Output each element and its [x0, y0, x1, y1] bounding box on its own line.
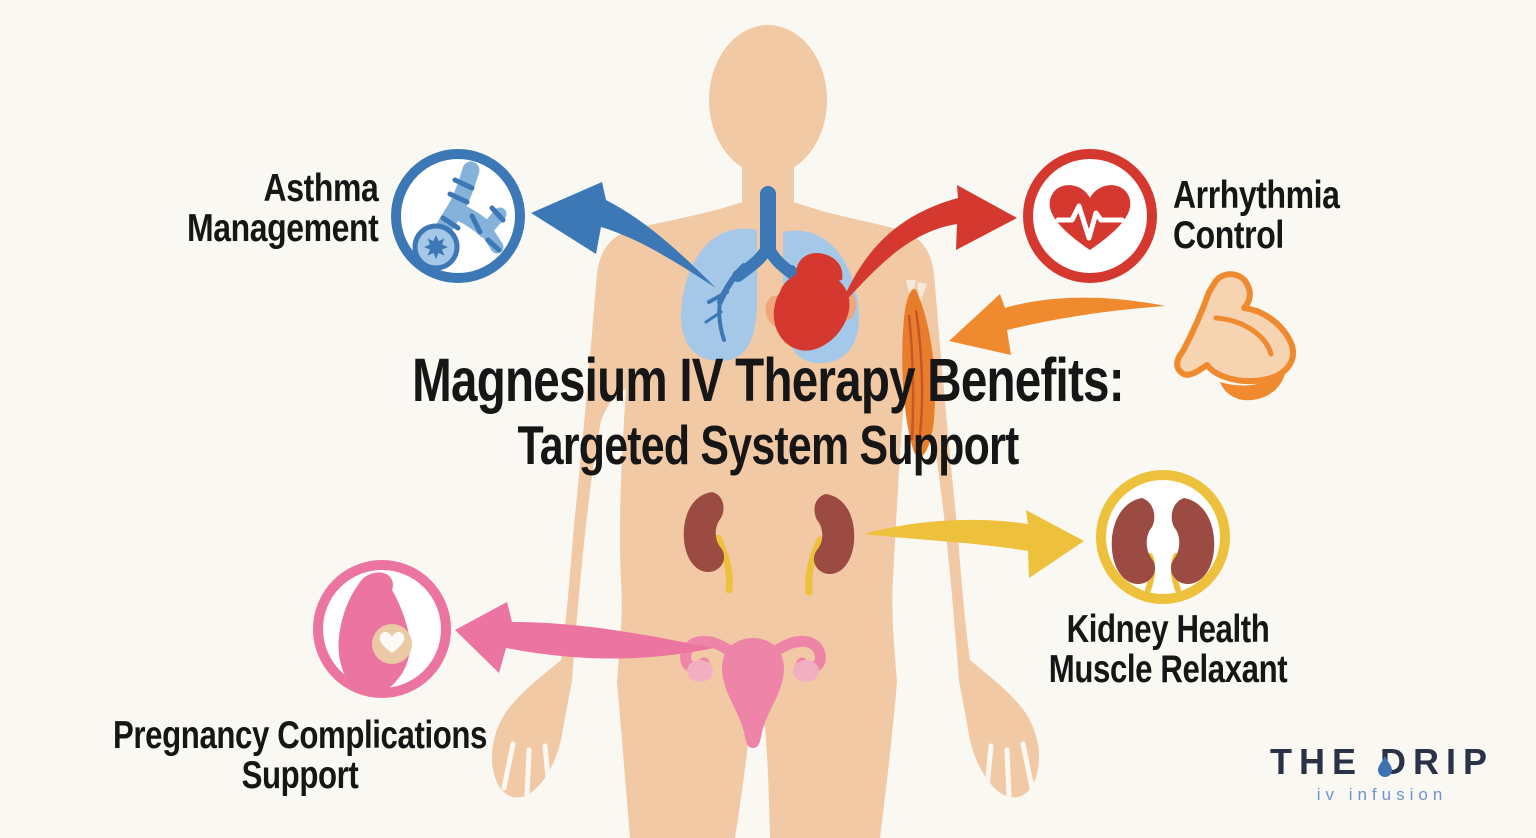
heart-ekg-icon	[1049, 185, 1131, 250]
arrow-uterus-to-pregnancy	[455, 602, 714, 673]
arrow-kidney-to-circle	[863, 510, 1084, 578]
logo-title: THE DRIP	[1269, 741, 1494, 782]
torso-arms-legs	[491, 150, 1040, 838]
kidney-label: Kidney Health Muscle Relaxant	[1049, 610, 1288, 690]
brand-logo: THE DRIP iv infusion	[1256, 744, 1508, 805]
tendon	[906, 280, 916, 302]
muscle-body-icon	[902, 280, 936, 457]
heart-body-icon	[765, 252, 857, 351]
finger-gaps	[501, 741, 1035, 799]
ureters	[714, 534, 824, 596]
pregnant-woman-icon	[338, 572, 412, 695]
arrhythmia-label: Arrhythmia Control	[1173, 174, 1340, 257]
body-silhouette	[491, 25, 1040, 838]
arrhythmia-label-line1: Arrhythmia	[1173, 174, 1340, 217]
left-ovary	[687, 660, 713, 682]
bronchi-icon	[412, 161, 507, 271]
arrow-bicep-to-muscle	[949, 294, 1165, 355]
pregnancy-circle-badge	[313, 560, 451, 698]
arrhythmia-label-line2: Control	[1173, 213, 1284, 257]
asthma-label: Asthma Management	[186, 167, 379, 250]
asthma-label-line1: Asthma	[263, 167, 378, 210]
title-line1: Magnesium IV Therapy Benefits:	[412, 346, 1124, 414]
right-ovary	[793, 660, 819, 682]
flexed-bicep-icon	[1174, 271, 1296, 401]
uterus-icon	[680, 635, 826, 748]
title-line2: Targeted System Support	[517, 414, 1020, 476]
bicep-swoosh	[1220, 368, 1286, 401]
muscle-striations	[907, 309, 924, 441]
arrow-heart-to-arrhythmia	[840, 185, 1017, 307]
logo-subtitle: iv infusion	[1316, 785, 1448, 804]
kidneys-icon	[1111, 498, 1215, 593]
kidney-circle-badge	[1096, 470, 1230, 604]
pregnancy-label-line1: Pregnancy Complications	[113, 714, 487, 757]
heart-muscle	[773, 270, 850, 351]
belly-heart-icon	[379, 631, 405, 653]
airway-star	[424, 235, 448, 259]
head	[709, 25, 827, 175]
kidneys-body-icon	[683, 492, 855, 596]
tendon	[917, 282, 927, 302]
arrow-lungs-to-asthma	[531, 182, 716, 288]
left-kidney	[683, 492, 725, 573]
pregnancy-label: Pregnancy Complications Support	[113, 716, 487, 796]
right-kidney	[813, 494, 855, 575]
bicep-definition-line	[1213, 315, 1274, 357]
kidney-label-line1: Kidney Health	[1066, 608, 1270, 651]
uterus-body	[721, 638, 785, 748]
pregnancy-label-line2: Support	[241, 753, 359, 797]
asthma-circle-badge	[391, 149, 525, 283]
asthma-label-line2: Management	[186, 206, 379, 250]
ekg-line	[1055, 203, 1125, 241]
arrhythmia-circle-badge	[1023, 149, 1157, 283]
drop-icon	[1378, 756, 1392, 777]
kidney-label-line2: Muscle Relaxant	[1048, 647, 1288, 691]
